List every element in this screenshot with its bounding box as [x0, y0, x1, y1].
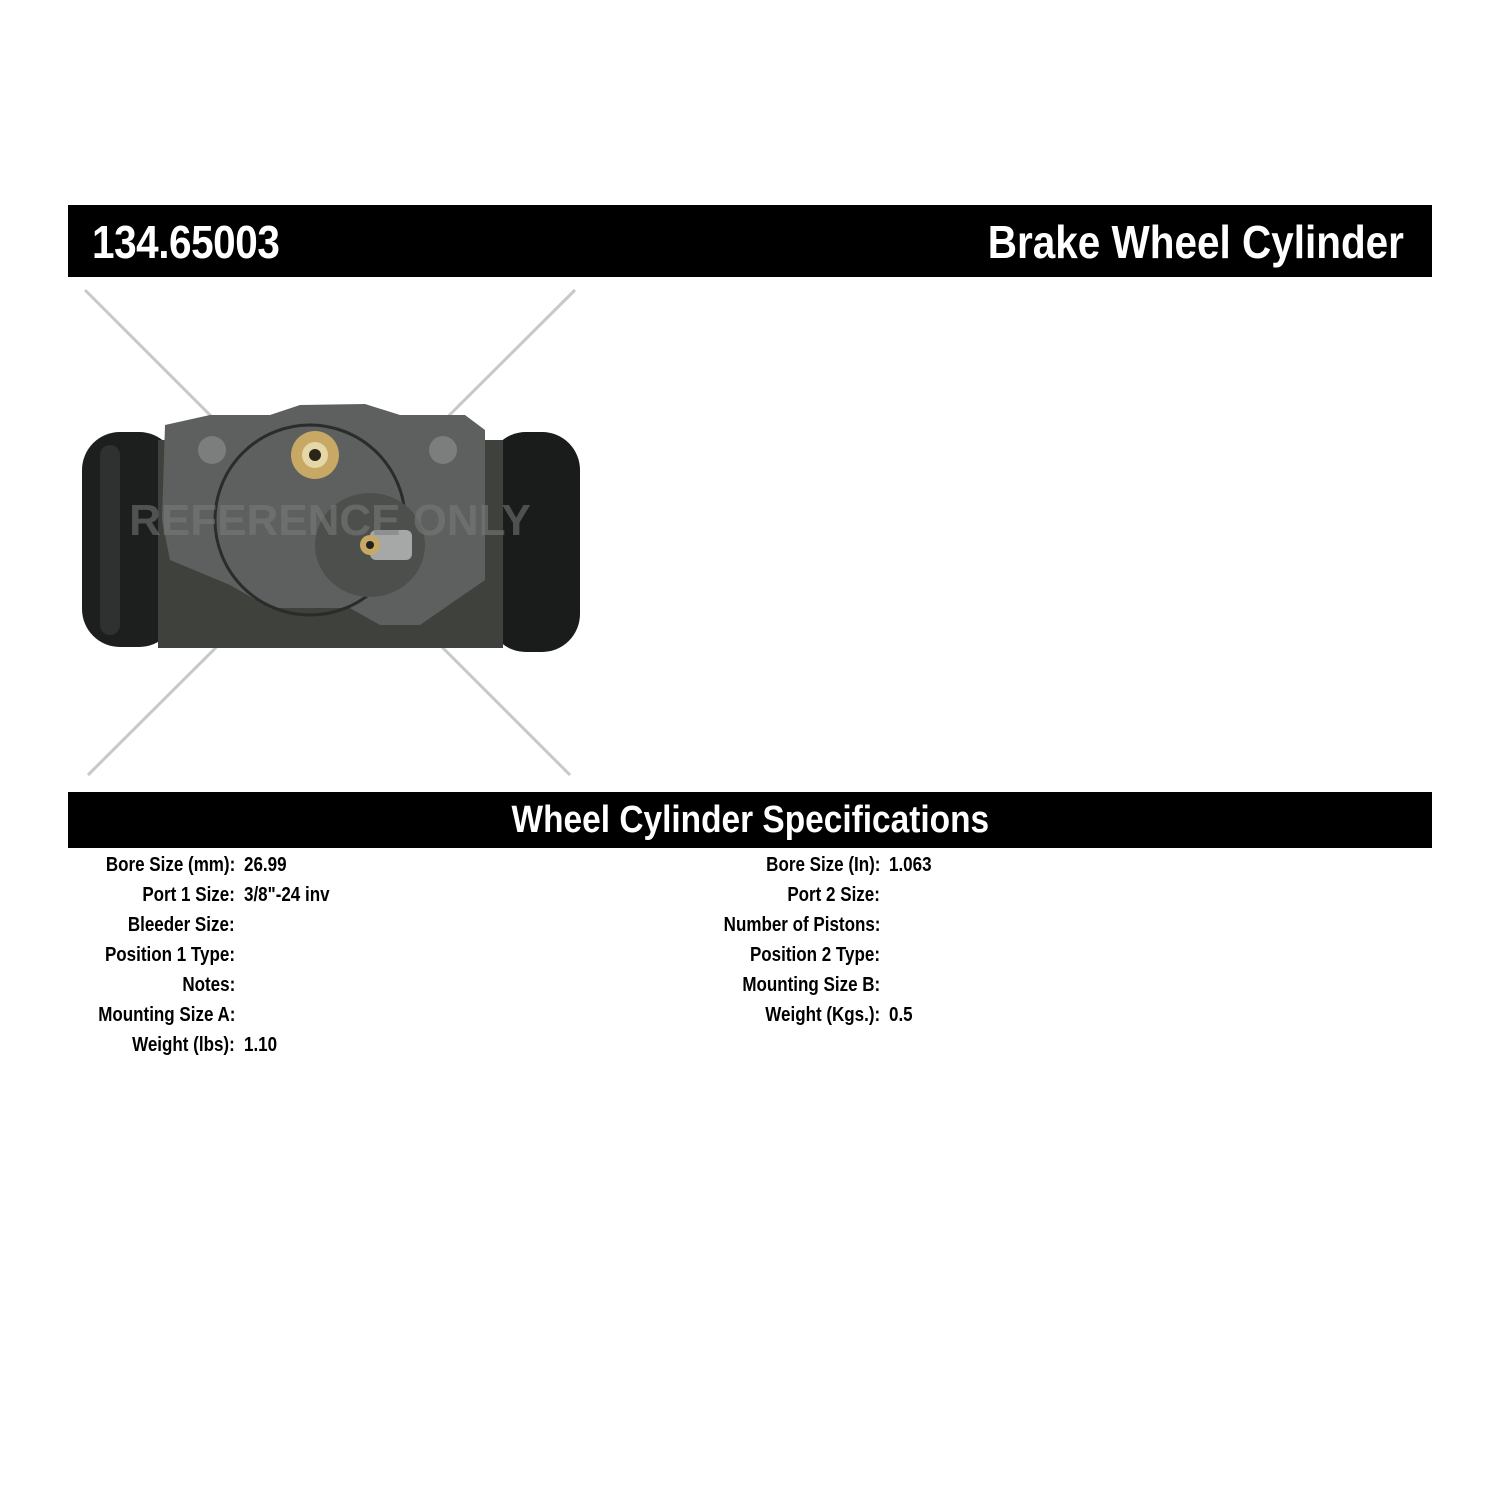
specs-header-bar: Wheel Cylinder Specifications — [68, 792, 1432, 848]
spec-label: Bore Size (mm): — [105, 854, 235, 876]
spec-label: Weight (lbs): — [132, 1034, 235, 1056]
spec-label: Number of Pistons: — [723, 914, 880, 936]
spec-label: Position 1 Type: — [104, 944, 235, 966]
spec-row: Weight (lbs): 1.10 — [0, 1031, 1500, 1059]
spec-row: Port 2 Size: — [0, 881, 1500, 909]
spec-row: Number of Pistons: — [0, 911, 1500, 939]
spec-label: Mounting Size A: — [97, 1004, 235, 1026]
spec-label: Weight (Kgs.): — [765, 1004, 880, 1026]
spec-value: 3/8"-24 inv — [244, 884, 330, 906]
product-title: Brake Wheel Cylinder — [987, 216, 1404, 268]
spec-label: Mounting Size B: — [742, 974, 880, 996]
spec-row: Position 2 Type: — [0, 941, 1500, 969]
spec-row: Bore Size (mm): 26.99 — [0, 851, 1500, 879]
spec-row: Bore Size (In): 1.063 — [0, 851, 1500, 879]
spec-value: 0.5 — [889, 1004, 913, 1026]
spec-label: Notes: — [182, 974, 235, 996]
spec-value: 26.99 — [244, 854, 287, 876]
spec-row: Position 1 Type: — [0, 941, 1500, 969]
spec-label: Position 2 Type: — [749, 944, 880, 966]
spec-row: Weight (Kgs.): 0.5 — [0, 1001, 1500, 1029]
spec-value: 1.10 — [244, 1034, 278, 1056]
spec-value: 1.063 — [889, 854, 932, 876]
spec-row: Port 1 Size: 3/8"-24 inv — [0, 881, 1500, 909]
part-number: 134.65003 — [92, 216, 280, 268]
product-photo: REFERENCE ONLY — [82, 288, 580, 777]
spec-row: Bleeder Size: — [0, 911, 1500, 939]
spec-label: Port 2 Size: — [787, 884, 880, 906]
spec-label: Bleeder Size: — [128, 914, 235, 936]
spec-label: Bore Size (In): — [765, 854, 880, 876]
spec-row: Mounting Size A: — [0, 1001, 1500, 1029]
spec-row: Mounting Size B: — [0, 971, 1500, 999]
watermark: REFERENCE ONLY — [129, 496, 531, 545]
spec-row: Notes: — [0, 971, 1500, 999]
specs-title: Wheel Cylinder Specifications — [511, 799, 989, 841]
spec-label: Port 1 Size: — [142, 884, 235, 906]
header-bar: 134.65003 Brake Wheel Cylinder — [68, 205, 1432, 277]
